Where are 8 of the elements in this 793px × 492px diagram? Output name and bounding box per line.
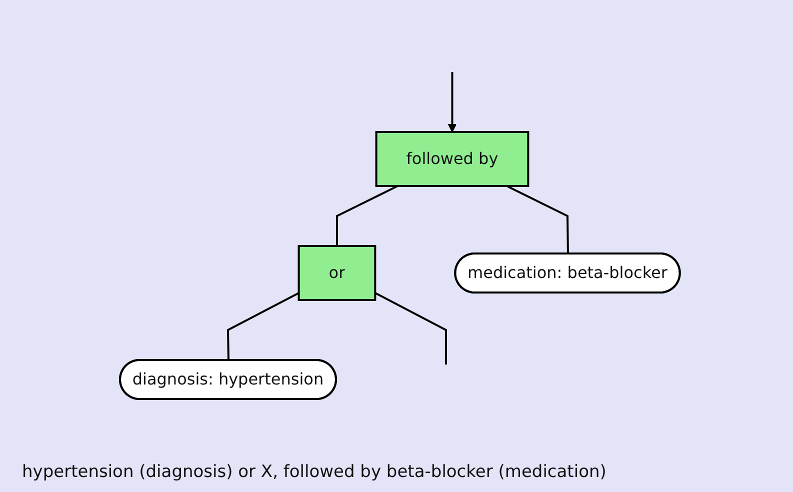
- caption: hypertension (diagnosis) or X, followed by beta-blocker (medication): [22, 462, 606, 482]
- arrow: [448, 72, 457, 132]
- connector: [227, 292, 300, 360]
- connector: [506, 184, 570, 254]
- node-box: followed by: [375, 130, 530, 186]
- connector: [374, 292, 448, 364]
- connector: [336, 184, 398, 246]
- node-box: or: [298, 244, 376, 300]
